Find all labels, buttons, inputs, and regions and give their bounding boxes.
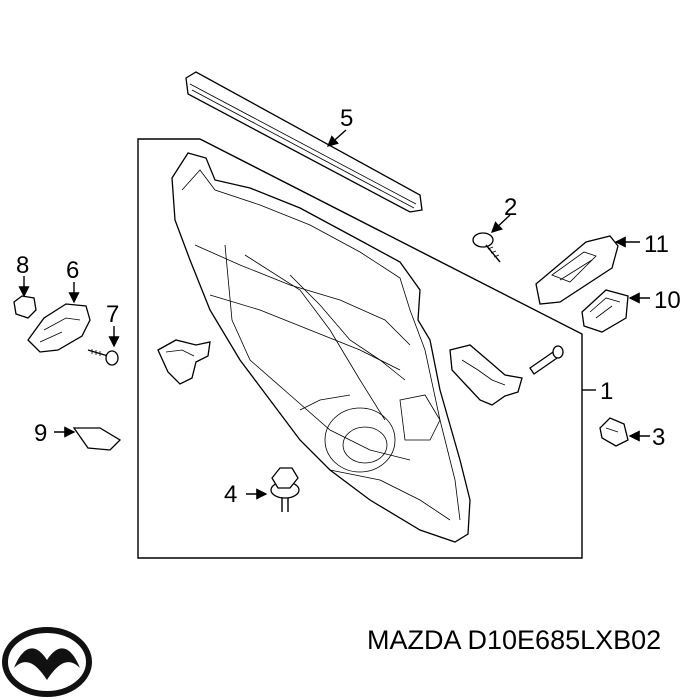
window-switch-part-10 (581, 289, 629, 333)
screw-part-2 (472, 232, 501, 263)
callout-8: 8 (16, 252, 29, 279)
callout-3: 3 (652, 424, 665, 451)
callout-4: 4 (224, 481, 237, 508)
push-clip-part-4 (270, 467, 300, 512)
mazda-logo (2, 627, 92, 697)
callout-11: 11 (644, 231, 669, 258)
inner-handle-bracket (449, 344, 564, 406)
callout-7: 7 (106, 301, 119, 328)
insulator-part-9 (72, 427, 122, 451)
panel-bracket-outline (137, 138, 583, 559)
callout-10: 10 (654, 287, 681, 314)
weatherstrip (185, 71, 423, 213)
nut-part-8 (13, 295, 37, 319)
clip-part-3 (599, 417, 629, 447)
callout-9: 9 (34, 420, 47, 447)
bracket-part-6 (27, 303, 91, 353)
callout-6: 6 (66, 257, 79, 284)
callout-2: 2 (504, 194, 517, 221)
door-trim-panel (171, 152, 471, 543)
leader-lines (18, 129, 650, 500)
part-number-label: MAZDA D10E685LXB02 (367, 625, 662, 655)
switch-panel-part-11 (535, 235, 619, 305)
screw-part-7 (87, 349, 119, 366)
callout-1: 1 (600, 378, 613, 405)
door-lock-bracket (157, 339, 211, 385)
callout-5: 5 (340, 105, 353, 132)
